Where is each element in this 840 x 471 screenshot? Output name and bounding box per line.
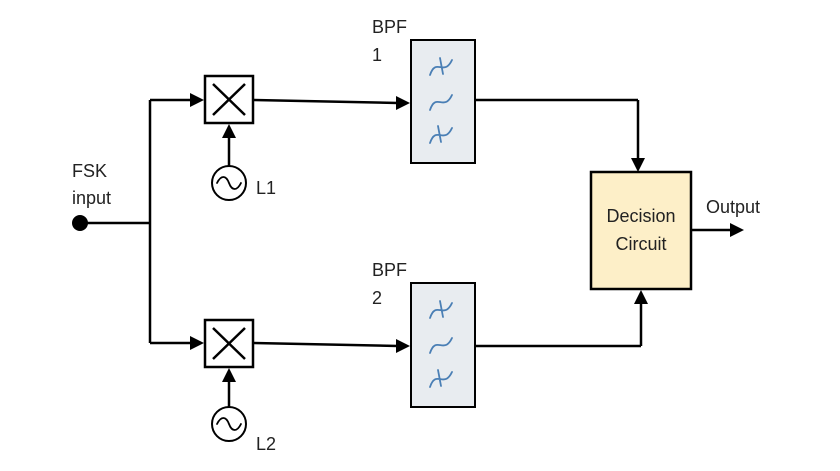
oscillator-1-sine — [216, 176, 242, 190]
bpf-1-label-line1: BPF — [372, 17, 407, 37]
bpf-1-wave-icons — [429, 57, 453, 144]
arrow-output — [730, 223, 744, 237]
bpf-1-wave-icon-2 — [429, 94, 453, 111]
arrow-mixer-2 — [190, 336, 204, 350]
arrow-bpf-1 — [396, 96, 410, 110]
bpf-2-wave-icons — [429, 300, 453, 388]
arrow-bpf-2 — [396, 339, 410, 353]
bpf-1-block — [410, 39, 476, 164]
arrow-osc-1 — [222, 124, 236, 138]
input-label-line1: FSK — [72, 161, 107, 181]
arrow-decision-top — [631, 158, 645, 172]
bpf-2-label-line1: BPF — [372, 260, 407, 280]
decision-label-line1: Decision — [606, 206, 675, 226]
decision-label-line2: Circuit — [615, 234, 666, 254]
bpf-2-wave-icon-1 — [429, 300, 453, 319]
bpf-1-label-line2: 1 — [372, 45, 382, 65]
bpf-2-wave-icon-3 — [429, 369, 453, 388]
osc-2-label: L2 — [256, 434, 276, 454]
wire-to-bpf-1 — [252, 98, 399, 105]
bpf-2-wave-icon-2 — [429, 337, 453, 354]
decision-circuit-block — [589, 170, 693, 291]
mixer-2-cross-b — [212, 327, 246, 360]
arrow-osc-2 — [222, 368, 236, 382]
output-label: Output — [706, 197, 760, 217]
arrow-mixer-1 — [190, 93, 204, 107]
oscillator-2-sine — [216, 417, 242, 431]
input-label-line2: input — [72, 188, 111, 208]
bpf-1-wave-icon-1 — [429, 57, 453, 76]
mixer-1-cross-b — [212, 83, 246, 116]
wire-to-bpf-2 — [252, 341, 399, 348]
bpf-2-label-line2: 2 — [372, 288, 382, 308]
bpf-1-wave-icon-3 — [429, 125, 453, 144]
osc-1-label: L1 — [256, 178, 276, 198]
arrow-decision-bottom — [634, 290, 648, 304]
